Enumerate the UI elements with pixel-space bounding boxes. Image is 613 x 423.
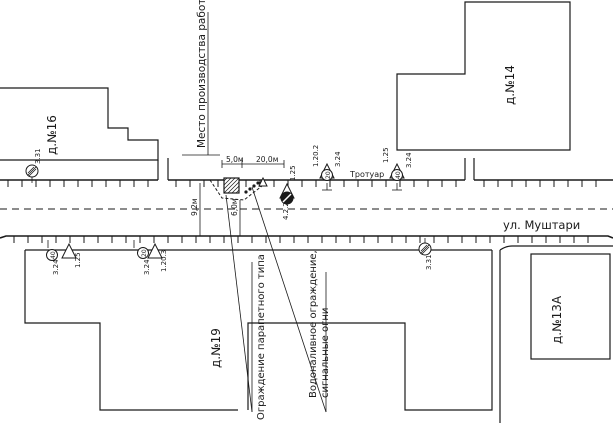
dimension-9-2m: 9,2м (190, 198, 199, 216)
road-edges (0, 158, 613, 423)
dimension-top: 5,0м 20,0м (221, 155, 285, 168)
sign-3-31-bottom-label: 3.31 (425, 254, 433, 270)
sign-1-25-top-label: 1.25 (382, 147, 390, 163)
sign-3-31-top-label: 3.31 (34, 148, 42, 164)
house-16-label: д.№16 (45, 115, 59, 155)
sign-3-31-top: 3.31 (25, 148, 42, 183)
sign-1-25-small-label: 1.25 (289, 165, 297, 181)
house-14-label: д.№14 (503, 65, 517, 105)
sign-3-24-top2-label: 3.24 (405, 152, 413, 168)
sign-cluster-20-bottom: 20 3.24 1.20.3 (133, 240, 168, 275)
sign-3-31-bottom: 3.31 (418, 238, 433, 270)
sign-cluster-20-top: 20 1.20.2 3.24 (312, 145, 342, 191)
house-13a-label: д.№13А (550, 295, 564, 344)
house-19-label: д.№19 (209, 328, 223, 368)
callout-water-barrier: Водоналивное ограждение, сигнальные огни (251, 186, 331, 413)
sign-speed-40-top: 40 (395, 171, 402, 179)
dimension-vertical: 9,2м 6,0м (190, 183, 241, 236)
sidewalk-label: Тротуар (349, 170, 384, 179)
sign-1-20-2-label: 1.20.2 (312, 145, 320, 167)
sign-3-24-bottom-label: 3.24 (52, 259, 60, 275)
callout-parapet-label: Ограждение парапетного типа (256, 254, 267, 420)
curb-ticks-bottom (13, 236, 589, 243)
dimension-6m: 6,0м (230, 198, 239, 216)
sign-1-25-bottom-label: 1.25 (74, 252, 82, 268)
sign-3-24-bottom2-label: 3.24 (143, 259, 151, 275)
callout-water-label-2: сигнальные огни (320, 308, 331, 398)
sign-1-25-small: 1.25 (258, 165, 297, 187)
building-house-16: д.№16 (0, 87, 159, 161)
callout-parapet: Ограждение парапетного типа (225, 194, 267, 420)
sign-3-24-top-label: 3.24 (334, 151, 342, 167)
sign-speed-20-bottom: 20 (141, 249, 148, 257)
worksite-area (209, 177, 263, 201)
building-house-14: д.№14 (396, 1, 571, 151)
building-house-19: д.№19 (24, 250, 493, 411)
callout-water-label-1: Водоналивное ограждение, (308, 250, 319, 398)
sign-4-2-2: 4.2.2 (279, 182, 295, 220)
sign-4-2-2-label: 4.2.2 (282, 202, 290, 220)
sign-cluster-40-bottom: 40 3.24 1.25 (46, 240, 82, 275)
curb-ticks-top (7, 180, 597, 187)
dimension-5m: 5,0м (226, 155, 244, 164)
worksite-label-group: Место производства работ (182, 0, 220, 156)
street-name-label: ул. Муштари (503, 218, 580, 232)
sign-1-20-3-label: 1.20.3 (160, 250, 168, 272)
dimension-20m: 20,0м (256, 155, 278, 164)
sign-cluster-40-top: 40 1.25 3.24 (382, 147, 413, 191)
sign-speed-20-top: 20 (325, 171, 332, 179)
sign-speed-40-bottom: 40 (50, 251, 57, 259)
worksite-label: Место производства работ (196, 0, 208, 148)
building-house-13a: д.№13А (530, 253, 611, 360)
